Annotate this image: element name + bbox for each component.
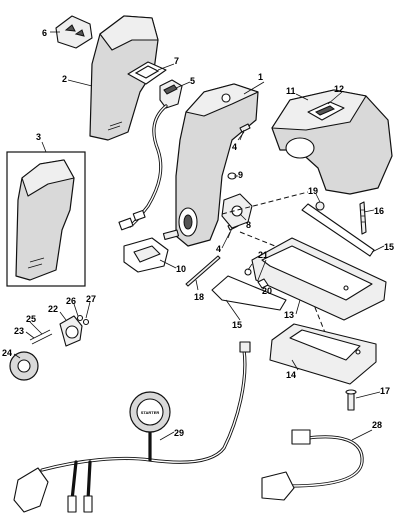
callout-4-upper: 4 (232, 142, 237, 152)
callout-27: 27 (86, 294, 96, 304)
part-5-trim-switch (118, 79, 183, 231)
callout-19: 19 (308, 186, 318, 196)
callout-12: 12 (334, 84, 344, 94)
part-29-wiring-harness (13, 341, 251, 513)
alignment-line-middle (239, 231, 311, 261)
callout-13: 13 (284, 310, 294, 320)
alignment-line-upper (221, 191, 309, 215)
part-2-handle-shell (89, 15, 159, 141)
part-27-nut (82, 318, 90, 326)
part-21-nut (244, 268, 252, 276)
part-19-nut (315, 201, 325, 211)
part-12-latch (307, 101, 345, 121)
part-1-control-housing (175, 83, 259, 247)
part-13-mounting-tray (251, 237, 387, 321)
callout-15-lower: 15 (232, 320, 242, 330)
callout-11: 11 (286, 86, 296, 96)
part-28-extension-cable (261, 429, 364, 501)
part-17-bolt (345, 389, 357, 411)
callout-5: 5 (190, 76, 195, 86)
callout-25: 25 (26, 314, 36, 324)
callout-18: 18 (194, 292, 204, 302)
part-16-bolt (359, 201, 367, 235)
callout-15-right: 15 (384, 242, 394, 252)
callout-26: 26 (66, 296, 76, 306)
callout-28: 28 (372, 420, 382, 430)
part-7-decal (127, 61, 167, 85)
callout-23: 23 (14, 326, 24, 336)
callout-9: 9 (238, 170, 243, 180)
callout-24: 24 (2, 348, 12, 358)
callout-20: 20 (262, 286, 272, 296)
callout-3: 3 (36, 132, 41, 142)
part-22-retainer (59, 315, 83, 347)
callout-1: 1 (258, 72, 263, 82)
part-24-grommet (9, 351, 39, 381)
callout-14: 14 (286, 370, 296, 380)
part-14-base-plate (269, 323, 377, 385)
callout-6: 6 (42, 28, 47, 38)
callout-leaders (13, 31, 385, 441)
part-15-upper-strap (301, 203, 375, 257)
ignition-key-switch: STARTER (129, 391, 171, 433)
part-3-handle-alternate (15, 159, 75, 281)
callout-8: 8 (246, 220, 251, 230)
callout-29: 29 (174, 428, 184, 438)
callout-10: 10 (176, 264, 186, 274)
part-18-long-bolt (185, 255, 221, 287)
part-10-bolt-gasket (123, 229, 180, 273)
part-8-mounting-bracket (221, 193, 253, 229)
callout-22: 22 (48, 304, 58, 314)
part-6-button-cover (55, 15, 93, 49)
callout-2: 2 (62, 74, 67, 84)
part-20-clip (257, 278, 269, 289)
part-26-screw (76, 314, 84, 322)
part-23-spring (29, 329, 53, 345)
callout-labels: 1 2 3 4 4 5 6 7 8 9 10 11 12 13 14 15 15… (2, 28, 394, 438)
ignition-switch-label: STARTER (141, 410, 160, 415)
callout-7: 7 (174, 56, 179, 66)
part-15-lower-bracket (211, 275, 287, 311)
callout-21: 21 (258, 250, 268, 260)
callout-16: 16 (374, 206, 384, 216)
callout-17: 17 (380, 386, 390, 396)
callout-4-lower: 4 (216, 244, 221, 254)
